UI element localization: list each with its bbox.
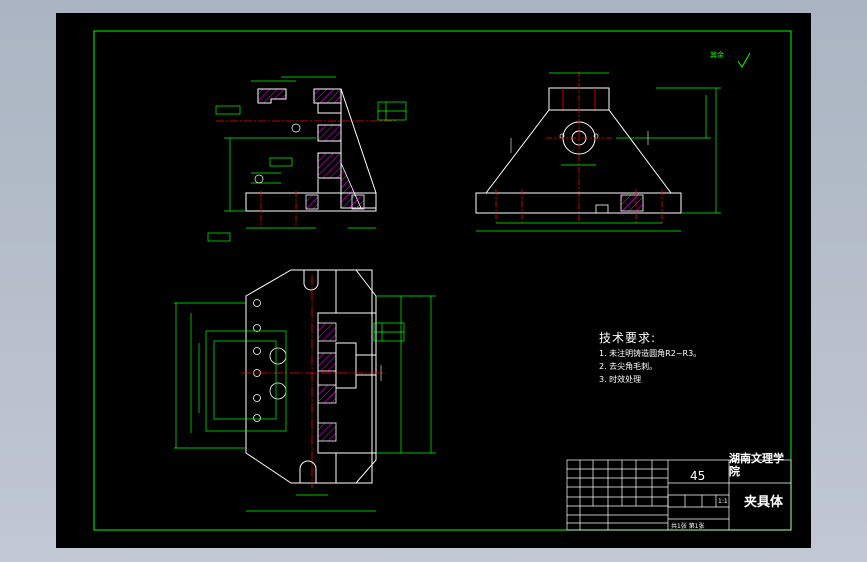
scale-value: 1:1 [718,498,728,505]
school-name: 湖南文理学院 [729,452,784,478]
tech-requirement-item: 1. 未注明铸造圆角R2~R3。 [599,349,702,358]
tech-requirement-item: 2. 去尖角毛刺。 [599,362,658,371]
outer-frame [93,30,792,531]
title-block-grid [566,459,792,531]
drawing-name: 夹具体 [744,495,784,510]
technical-requirements: 技术要求: 1. 未注明铸造圆角R2~R3。 2. 去尖角毛刺。 3. 时效处理 [599,329,701,385]
drawing-canvas[interactable]: 技术要求: 1. 未注明铸造圆角R2~R3。 2. 去尖角毛刺。 3. 时效处理… [56,13,811,548]
tech-requirement-item: 3. 时效处理 [599,375,642,384]
tech-requirements-title: 技术要求: [599,331,657,345]
side-view [475,71,721,232]
drawing-svg [93,30,792,531]
roughness-label: 其余 [710,51,724,59]
material-label: 45 [690,469,706,483]
top-view [174,269,436,512]
sheet-info: 共1张 第1张 [671,523,705,530]
roughness-symbol-icon [737,52,751,68]
front-view [207,76,407,242]
